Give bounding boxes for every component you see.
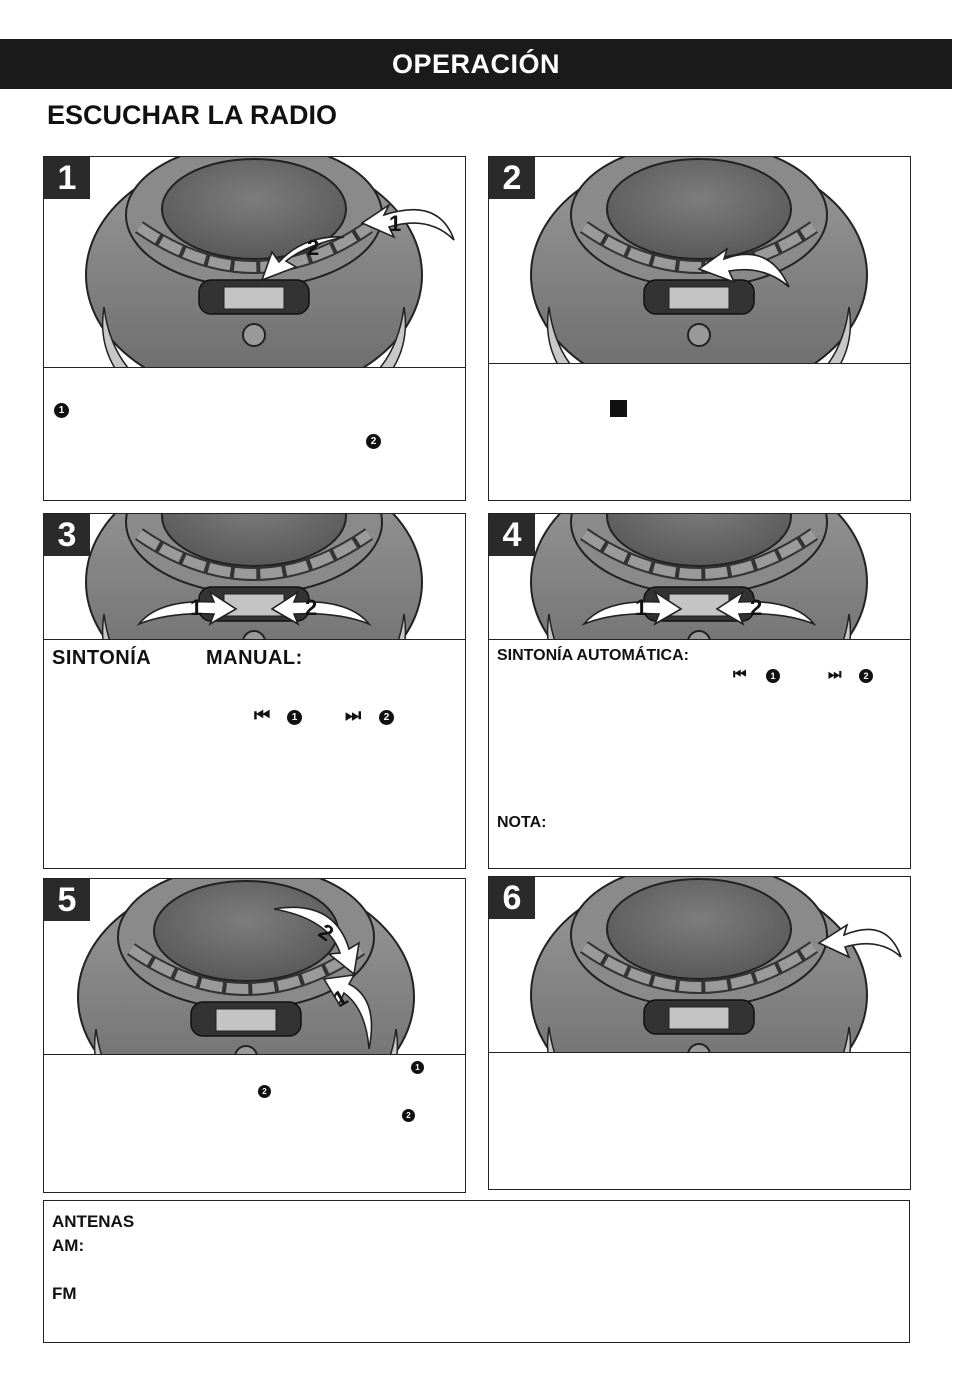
step-4-illustration: 1 2 (489, 514, 910, 640)
header-bar: OPERACIÓN (0, 39, 952, 89)
step-5-number: 5 (44, 879, 90, 921)
page-header-title: OPERACIÓN (391, 48, 561, 79)
arrow-label-1: 1 (190, 595, 202, 620)
arrow-label-2: 2 (305, 595, 317, 620)
step-6-illustration (489, 877, 910, 1053)
bullet-2: 2 (859, 669, 873, 683)
step-2-illustration (489, 157, 910, 364)
bullet-2: 2 (402, 1109, 415, 1122)
antenna-fm-label: FM (52, 1284, 77, 1303)
manual-tuning-heading-b: MANUAL: (206, 647, 303, 669)
step-4-number: 4 (489, 514, 535, 556)
step-2-number: 2 (489, 157, 535, 199)
skip-back-icon: ⏮ (254, 705, 271, 726)
bullet-1: 1 (287, 710, 302, 725)
step-6-panel: 6 (488, 876, 911, 1190)
bullet-1: 1 (411, 1061, 424, 1074)
step-5-illustration: 2 1 (44, 879, 465, 1055)
bullet-1: 1 (54, 403, 69, 418)
auto-tuning-heading: SINTONÍA AUTOMÁTICA: (497, 647, 689, 664)
skip-back-icon: ⏮ (733, 665, 747, 683)
antenna-am-label: AM: (52, 1236, 85, 1255)
stop-icon (610, 400, 627, 417)
step-1-illustration: 1 2 (44, 157, 465, 368)
step-3-illustration: 1 2 (44, 514, 465, 640)
antennas-title: ANTENAS (52, 1212, 135, 1231)
antennas-panel: ANTENAS AM: FM (43, 1200, 910, 1343)
skip-forward-icon: ⏭ (828, 665, 842, 683)
step-3-panel: 1 2 3 SINTONÍA MANUAL: ⏮ 1 ⏭ 2 (43, 513, 466, 869)
bullet-2: 2 (379, 710, 394, 725)
step-3-number: 3 (44, 514, 90, 556)
arrow-label-2: 2 (307, 235, 319, 260)
note-label: NOTA: (497, 814, 547, 831)
step-5-panel: 2 1 5 1 2 2 (43, 878, 466, 1193)
manual-tuning-heading-a: SINTONÍA (52, 647, 152, 669)
arrow-label-1: 1 (635, 595, 647, 620)
skip-forward-icon: ⏭ (345, 705, 362, 726)
step-4-panel: 1 2 4 SINTONÍA AUTOMÁTICA: ⏮ 1 ⏭ 2 NOTA: (488, 513, 911, 869)
step-1-number: 1 (44, 157, 90, 199)
step-2-panel: 2 (488, 156, 911, 501)
section-title: ESCUCHAR LA RADIO (47, 100, 337, 130)
arrow-label-1: 1 (389, 211, 401, 236)
arrow-label-2: 2 (750, 595, 762, 620)
step-6-number: 6 (489, 877, 535, 919)
bullet-2: 2 (258, 1085, 271, 1098)
bullet-1: 1 (766, 669, 780, 683)
step-1-panel: 1 2 1 1 2 (43, 156, 466, 501)
bullet-2: 2 (366, 434, 381, 449)
